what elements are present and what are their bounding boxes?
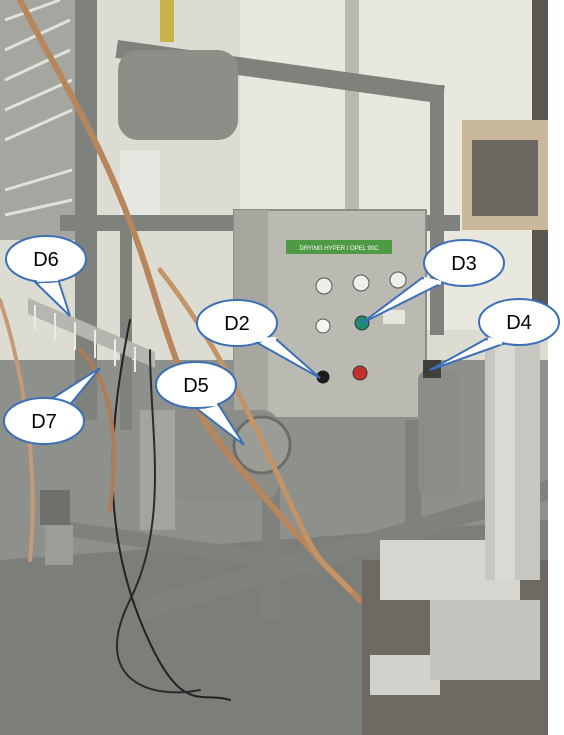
conveyor-rollers	[4, 0, 73, 217]
foreground-column-detail	[495, 340, 515, 580]
top-motor-plate	[120, 150, 160, 215]
right-border-strip	[548, 0, 564, 735]
gearbox	[140, 410, 175, 530]
callout-D3-label: D3	[451, 253, 477, 275]
foreground-pipe-junction	[370, 655, 440, 695]
callout-D4-label: D4	[506, 312, 532, 334]
callout-D6: D6	[5, 235, 87, 317]
white-button	[315, 318, 331, 334]
black-selector	[315, 369, 331, 385]
callout-D5: D5	[155, 361, 245, 446]
selector-switch-2	[352, 274, 370, 292]
foreground-lower-unit	[430, 600, 540, 680]
callout-D6-label: D6	[33, 249, 59, 271]
inclined-rail	[28, 298, 155, 368]
label-plate	[383, 310, 405, 324]
selector-switch-3	[389, 271, 407, 289]
cabinet-nameplate: DRYING HYPER / OPEL 90C	[299, 246, 379, 252]
rail-rollers	[34, 305, 136, 372]
cabinet-nameplate-bg	[286, 240, 392, 254]
red-button	[352, 365, 368, 381]
callout-D7: D7	[3, 367, 101, 445]
lower-left-valve	[40, 490, 70, 525]
lower-left-block	[45, 525, 73, 565]
callout-D5-label: D5	[183, 375, 209, 397]
callout-D4: D4	[429, 298, 560, 371]
top-motor	[118, 50, 238, 140]
wall-shelf-inner	[472, 140, 538, 216]
signal-tower	[160, 0, 174, 42]
callout-D2-label: D2	[224, 313, 250, 335]
wall-pillar	[345, 0, 359, 220]
callout-D7-label: D7	[31, 411, 57, 433]
selector-switch-1	[315, 277, 333, 295]
callout-D3: D3	[361, 239, 505, 324]
callout-D2: D2	[196, 299, 321, 379]
pneumatic-cylinder	[418, 370, 460, 495]
